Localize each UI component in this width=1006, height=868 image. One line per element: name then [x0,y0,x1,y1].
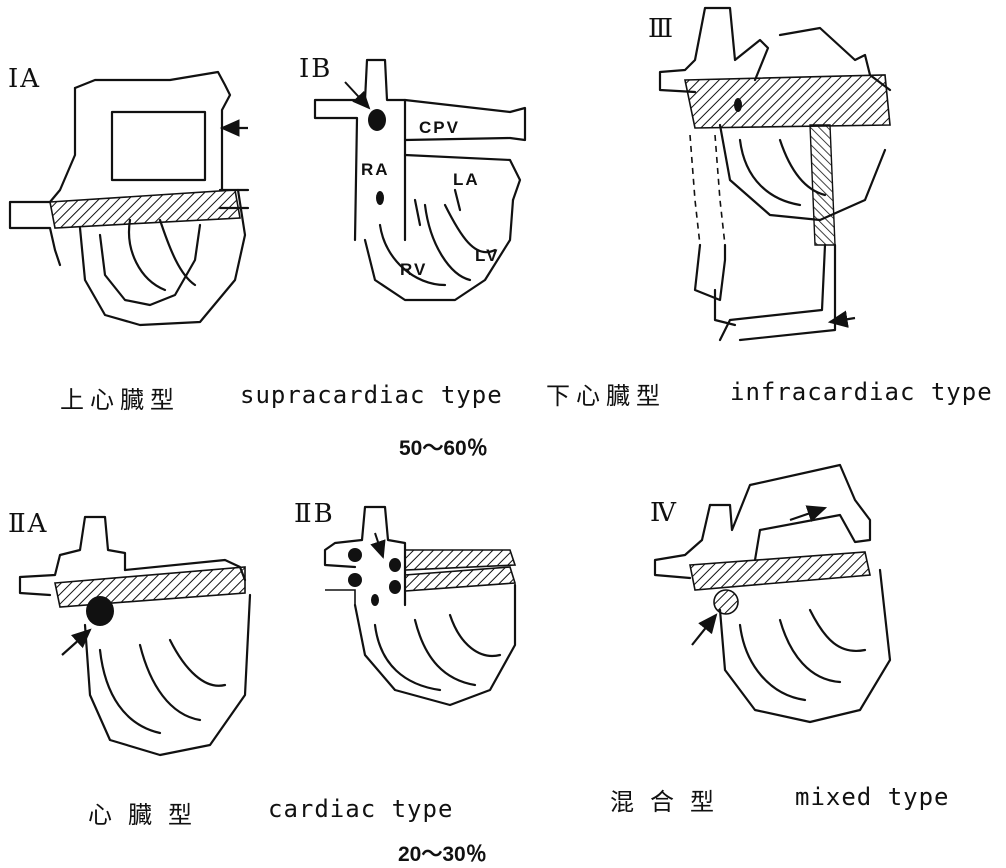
shunt-dot-IV [714,590,738,614]
shunt-dot-IIB-4 [389,580,401,594]
caption-supracardiac-ja: 上心臓型 [60,380,180,415]
label-RV: RV [400,260,427,280]
panel-IA: ⅠA [0,50,260,350]
panel-III: Ⅲ [640,0,940,360]
heart-diagram-IA [0,50,260,350]
caption-cardiac-en: cardiac type [268,795,453,823]
label-LA: LA [453,170,480,190]
heart-diagram-IIA [0,495,260,785]
label-RA: RA [361,160,390,180]
caption-mixed-ja: 混合型 [610,782,730,817]
heart-diagram-IV [640,460,970,760]
shunt-dot-IB-top [368,109,386,131]
percent-supracardiac: 50～60％ [399,432,488,462]
label-CPV: CPV [419,118,460,138]
caption-mixed-en: mixed type [795,783,950,811]
shunt-dot-IB-lower [376,191,384,205]
heart-diagram-IIB [290,495,540,785]
shunt-dot-IIA [86,596,114,626]
panel-IB: ⅠB CPV RA LA RV LV [295,50,545,350]
shunt-dot-IIB-3 [389,558,401,572]
shunt-dot-III [734,98,742,112]
caption-cardiac-ja: 心臓型 [88,795,208,830]
panel-IV: Ⅳ [640,460,970,760]
panel-IIA: ⅡA [0,495,260,785]
percent-cardiac: 20～30％ [398,838,487,868]
heart-diagram-IB [295,50,545,350]
heart-diagram-III [640,0,940,360]
shunt-dot-IIB-2 [348,573,362,587]
label-LV: LV [475,246,499,266]
panel-IIB: ⅡB [290,495,540,785]
caption-infracardiac-en: infracardiac type [730,378,993,406]
shunt-dot-IIB-1 [348,548,362,562]
caption-supracardiac-en: supracardiac type [240,381,503,409]
caption-infracardiac-ja: 下心臓型 [546,376,666,411]
shunt-dot-IIB-5 [371,594,379,606]
